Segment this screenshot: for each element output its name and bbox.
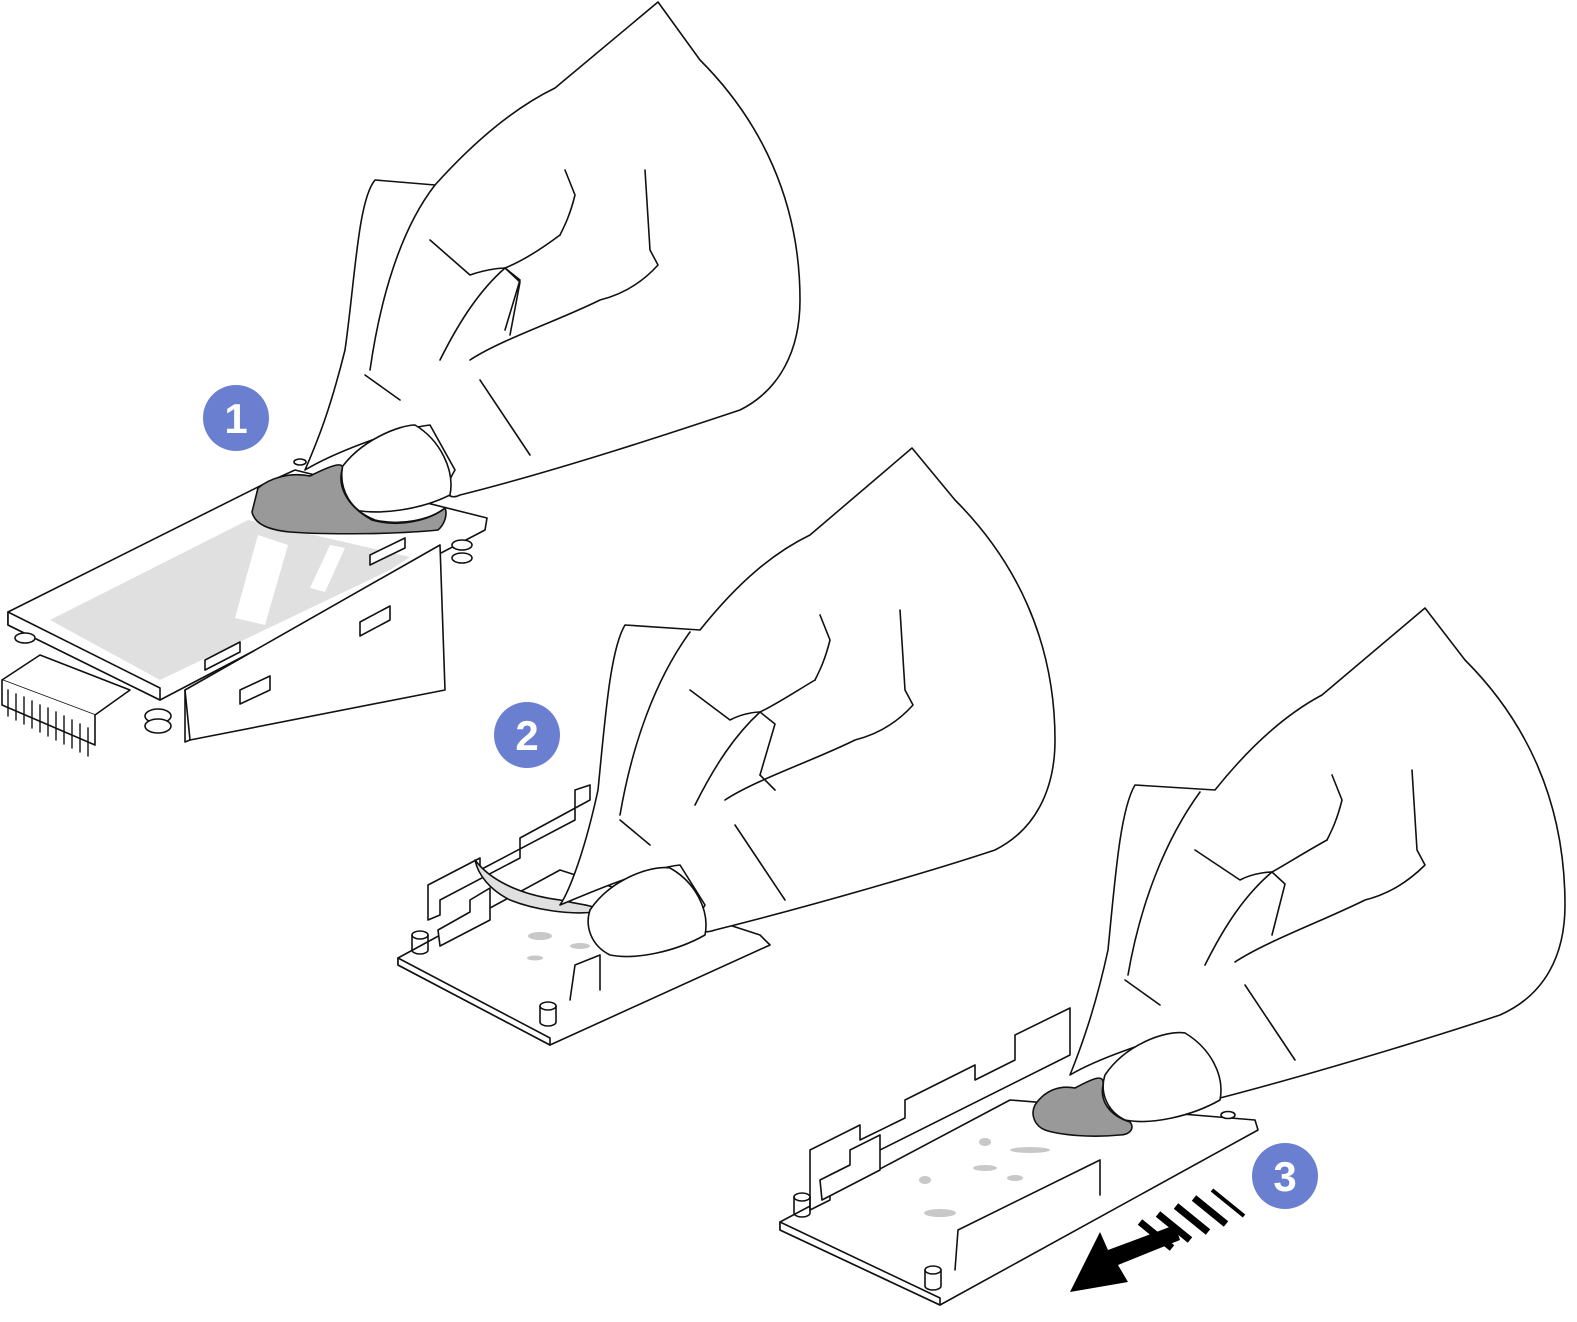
step-3-bracket xyxy=(779,1007,1259,1306)
hand-3 xyxy=(1032,607,1566,1137)
thumbnail-2 xyxy=(587,866,707,958)
hand-2 xyxy=(559,447,1056,958)
step-badge-2: 2 xyxy=(494,702,560,768)
thumbnail-3 xyxy=(1102,1031,1222,1123)
thermal-pad xyxy=(50,520,410,680)
standoff-screws xyxy=(14,458,473,734)
step-number-2: 2 xyxy=(515,712,538,759)
step-badge-3: 3 xyxy=(1252,1143,1318,1209)
arrow-down-left-icon xyxy=(1070,1188,1246,1292)
step-number-3: 3 xyxy=(1273,1153,1296,1200)
cleaning-cloth-3 xyxy=(1032,1077,1133,1137)
heatsink xyxy=(1,654,131,757)
hand-1 xyxy=(251,1,801,535)
pad-residue-3 xyxy=(919,1138,1050,1217)
step-badge-1: 1 xyxy=(203,385,269,451)
step-number-1: 1 xyxy=(224,395,247,442)
pad-residue xyxy=(527,932,590,961)
